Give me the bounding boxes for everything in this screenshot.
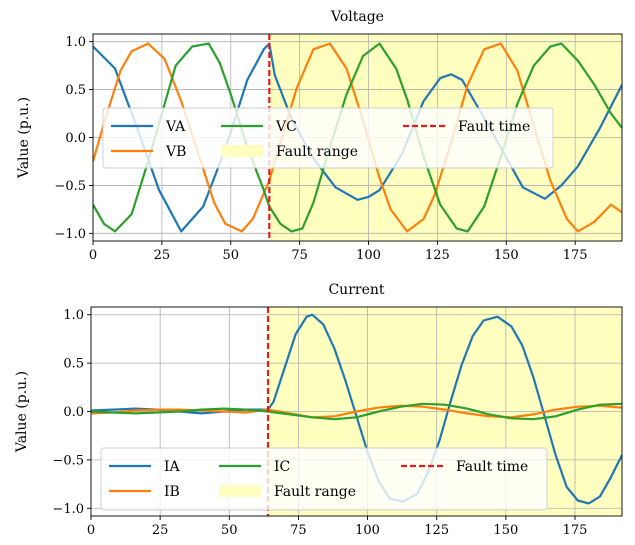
y-tick-label: 0.5 — [65, 83, 86, 98]
legend-swatch — [221, 145, 263, 157]
legend-label: IB — [164, 484, 180, 500]
x-tick-label: 125 — [425, 248, 450, 263]
x-tick-label: 150 — [494, 248, 519, 263]
x-tick-label: 50 — [221, 523, 238, 538]
x-tick-label: 75 — [290, 523, 307, 538]
y-axis-label: Value (p.u.) — [16, 97, 32, 179]
x-tick-label: 100 — [356, 248, 381, 263]
chart-title: Voltage — [330, 9, 384, 25]
panel-voltage: 0 25 50 75 100 125 150 175 −1.0 −0.5 0.0 0.5 1.0 Volt… — [16, 9, 623, 263]
y-tick-label: 1.0 — [63, 308, 84, 323]
legend-item-ic: IC — [219, 459, 290, 475]
x-tick-label: 125 — [424, 523, 449, 538]
legend-item-fault-range: Fault range — [221, 144, 358, 160]
y-tick-label: −1.0 — [52, 502, 84, 517]
x-tick-label: 25 — [154, 248, 171, 263]
legend-frame — [102, 107, 554, 169]
x-tick-label: 0 — [87, 523, 95, 538]
y-tick-label: −0.5 — [54, 179, 86, 194]
legend-item-fault-time: Fault time — [401, 459, 528, 475]
series-line-ib — [91, 404, 622, 419]
legend-label: Fault time — [456, 459, 528, 475]
y-tick-label: 0.0 — [65, 131, 86, 146]
legend-label: Fault range — [276, 144, 358, 160]
chart-title: Current — [328, 282, 384, 298]
legend-label: VB — [165, 144, 186, 160]
legend-label: IA — [164, 459, 181, 475]
panel-current: 0 25 50 75 100 125 150 175 −1.0 −0.5 0.0 0.5 1.0 Curr… — [14, 282, 623, 538]
x-tick-label: 75 — [291, 248, 308, 263]
legend-label: VC — [275, 119, 297, 135]
series-line-va — [93, 42, 622, 233]
legend-item-va: VA — [111, 119, 186, 135]
legend-label: Fault time — [458, 119, 530, 135]
legend-label: IC — [274, 459, 290, 475]
legend-item-fault-time: Fault time — [403, 119, 530, 135]
legend-label: Fault range — [274, 484, 356, 500]
x-tick-label: 50 — [222, 248, 239, 263]
y-tick-label: −1.0 — [54, 227, 86, 242]
y-tick-label: −0.5 — [52, 453, 84, 468]
y-tick-label: 0.0 — [63, 405, 84, 420]
x-tick-label: 25 — [152, 523, 169, 538]
legend-item-ia: IA — [109, 459, 181, 475]
legend-item-vb: VB — [111, 144, 186, 160]
y-tick-label: 0.5 — [63, 357, 84, 372]
legend-frame — [100, 447, 548, 511]
legend-item-fault-range: Fault range — [219, 484, 356, 500]
legend-item-vc: VC — [221, 119, 297, 135]
legend-item-ib: IB — [109, 484, 180, 500]
legend-label: VA — [165, 119, 186, 135]
x-tick-label: 175 — [563, 523, 588, 538]
series-line-ic — [91, 402, 622, 421]
x-tick-label: 175 — [563, 248, 588, 263]
y-tick-label: 1.0 — [65, 35, 86, 50]
x-tick-label: 100 — [355, 523, 380, 538]
x-tick-label: 0 — [89, 248, 97, 263]
x-tick-label: 150 — [493, 523, 518, 538]
y-axis-label: Value (p.u.) — [14, 371, 30, 453]
legend-swatch — [219, 485, 261, 497]
